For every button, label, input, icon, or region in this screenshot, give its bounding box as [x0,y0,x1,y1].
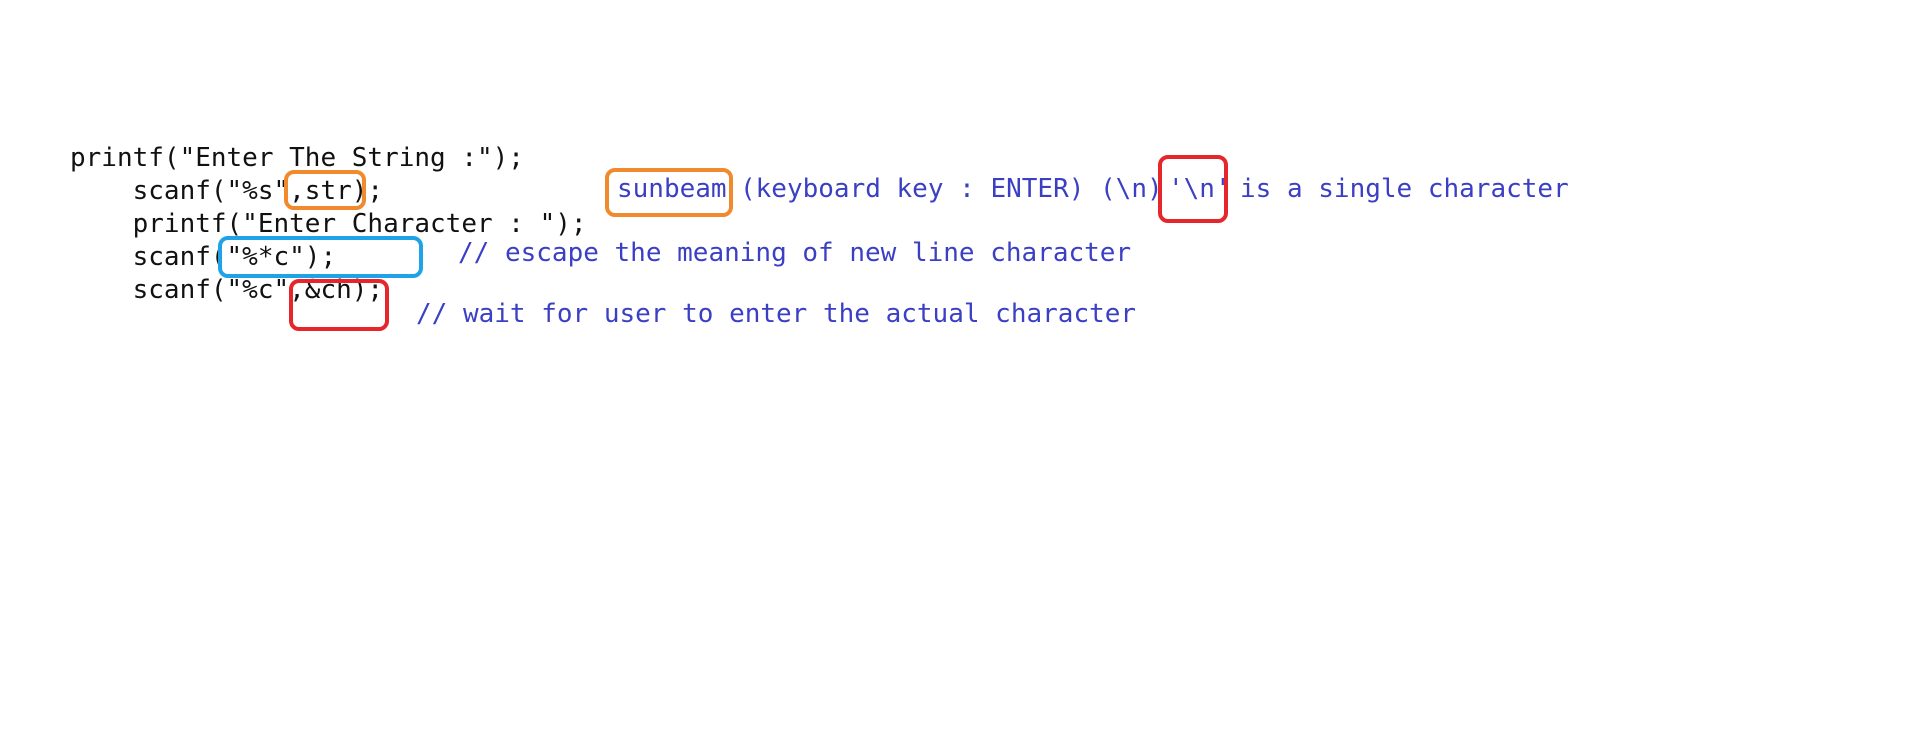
code-line-printf-character: printf("Enter Character : "); [70,209,587,239]
ch-address-highlight-box [289,279,389,331]
single-char-note: is a single character [1240,174,1569,204]
newline-highlight-box [1158,155,1228,223]
code-line-printf-string: printf("Enter The String :"); [70,143,524,173]
escape-comment: // escape the meaning of new line charac… [458,238,1132,268]
str-highlight-box [284,170,366,210]
newline-char-text: '\n' [1168,174,1231,204]
code-line-scanf-skip: scanf("%*c"); [70,242,337,272]
code-line-scanf-string: scanf("%s",str); [70,176,384,206]
enter-key-note: (keyboard key : ENTER) (\n) [740,174,1163,204]
sunbeam-highlight-box [605,168,733,217]
skip-format-highlight-box [218,236,423,278]
input-example-text: sunbeam [617,174,727,204]
wait-comment: // wait for user to enter the actual cha… [416,299,1137,329]
